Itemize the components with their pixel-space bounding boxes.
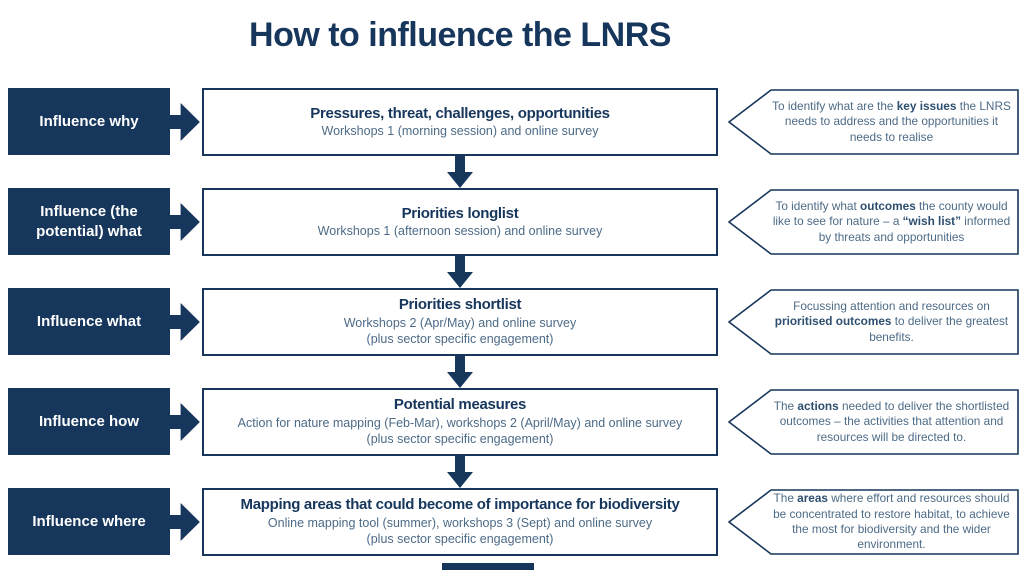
callout-text: Focussing attention and resources on pri… — [769, 288, 1014, 356]
callout-pointer-shape — [727, 88, 1020, 156]
callout-rich-text: To identify what outcomes the county wou… — [769, 199, 1014, 245]
callout-segment: outcomes — [860, 199, 916, 213]
callout-rich-text: The areas where effort and resources sho… — [769, 491, 1014, 552]
right-arrow-icon — [167, 503, 200, 541]
subtitle-line: (plus sector specific engagement) — [366, 332, 554, 347]
stage-box: Priorities shortlist Workshops 2 (Apr/Ma… — [202, 288, 718, 356]
down-arrow-icon — [447, 455, 473, 488]
stage-box: Potential measures Action for nature map… — [202, 388, 718, 456]
right-arrow-icon — [167, 103, 200, 141]
callout-pointer-shape — [727, 488, 1020, 556]
down-arrow-icon — [447, 255, 473, 288]
right-arrow-icon — [167, 403, 200, 441]
subtitle-line: Workshops 2 (Apr/May) and online survey — [343, 316, 577, 331]
stage-box-subtitle: Action for nature mapping (Feb-Mar), wor… — [238, 415, 683, 448]
stage-label: Influence how — [38, 412, 139, 430]
stage-box-subtitle: Workshops 1 (afternoon session) and onli… — [318, 223, 603, 239]
flow-row: Influence (the potential) what Prioritie… — [0, 188, 1024, 256]
callout-segment: informed by threats and opportunities — [818, 214, 1011, 244]
callout-segment: actions — [797, 399, 839, 413]
down-arrow-icon — [447, 355, 473, 388]
stage-box-subtitle: Online mapping tool (summer), workshops … — [268, 515, 652, 548]
callout-segment: to deliver the greatest benefits. — [869, 314, 1009, 344]
stage-callout: To identify what outcomes the county wou… — [727, 188, 1020, 256]
callout-pointer-shape — [727, 288, 1020, 356]
flow-row: Influence what Priorities shortlist Work… — [0, 288, 1024, 356]
callout-text: The areas where effort and resources sho… — [769, 488, 1014, 556]
stage-box: Priorities longlist Workshops 1 (afterno… — [202, 188, 718, 256]
stage-box-title: Priorities shortlist — [398, 296, 522, 314]
callout-segment: The — [773, 399, 798, 413]
stage-box-title: Pressures, threat, challenges, opportuni… — [310, 104, 610, 122]
stage-label-box: Influence (the potential) what — [8, 188, 170, 255]
callout-segment: To identify what — [775, 199, 861, 213]
cutoff-arrow-stem — [442, 563, 534, 570]
subtitle-line: (plus sector specific engagement) — [366, 432, 554, 447]
callout-segment: the LNRS needs to address and the opport… — [784, 99, 1011, 144]
subtitle-line: Online mapping tool (summer), workshops … — [267, 516, 653, 531]
callout-segment: prioritised outcomes — [774, 314, 892, 329]
callout-segment: “wish list” — [902, 214, 961, 229]
flow-row: Influence where Mapping areas that could… — [0, 488, 1024, 556]
callout-segment: areas — [797, 491, 828, 506]
stage-box: Pressures, threat, challenges, opportuni… — [202, 88, 718, 156]
stage-label-box: Influence why — [8, 88, 170, 155]
callout-rich-text: The actions needed to deliver the shortl… — [769, 399, 1014, 445]
callout-pointer-shape — [727, 188, 1020, 256]
stage-label: Influence where — [32, 512, 146, 530]
subtitle-line: Action for nature mapping (Feb-Mar), wor… — [237, 416, 683, 431]
stage-box-title: Mapping areas that could become of impor… — [240, 496, 680, 514]
subtitle-line: Workshops 1 (afternoon session) and onli… — [317, 224, 603, 239]
callout-text: To identify what outcomes the county wou… — [769, 188, 1014, 256]
stage-box-title: Potential measures — [393, 396, 527, 414]
callout-pointer-shape — [727, 388, 1020, 456]
stage-callout: Focussing attention and resources on pri… — [727, 288, 1020, 356]
subtitle-line: (plus sector specific engagement) — [366, 532, 554, 547]
callout-text: The actions needed to deliver the shortl… — [769, 388, 1014, 456]
stage-box-subtitle: Workshops 1 (morning session) and online… — [322, 123, 599, 139]
flow-row: Influence why Pressures, threat, challen… — [0, 88, 1024, 156]
callout-segment: the county would like to see for nature … — [772, 199, 1008, 229]
callout-rich-text: To identify what are the key issues the … — [769, 99, 1014, 145]
flow-row: Influence how Potential measures Action … — [0, 388, 1024, 456]
callout-text: To identify what are the key issues the … — [769, 88, 1014, 156]
callout-rich-text: Focussing attention and resources on pri… — [769, 299, 1014, 345]
stage-box-subtitle: Workshops 2 (Apr/May) and online survey(… — [344, 315, 577, 348]
callout-segment: To identify what are the — [772, 99, 897, 113]
right-arrow-icon — [167, 303, 200, 341]
stage-label-box: Influence how — [8, 388, 170, 455]
down-arrow-icon — [447, 155, 473, 188]
subtitle-line: Workshops 1 (morning session) and online… — [321, 124, 599, 139]
stage-box: Mapping areas that could become of impor… — [202, 488, 718, 556]
stage-label-box: Influence where — [8, 488, 170, 555]
stage-label: Influence (the potential) what — [36, 203, 142, 240]
callout-segment: The — [773, 491, 798, 506]
callout-segment: where effort and resources should be con… — [773, 491, 1010, 552]
callout-segment: needed to deliver the shortlisted outcom… — [779, 399, 1010, 444]
stage-callout: The areas where effort and resources sho… — [727, 488, 1020, 556]
right-arrow-icon — [167, 203, 200, 241]
stage-label: Influence why — [39, 112, 139, 130]
callout-segment: Focussing attention and resources on — [793, 299, 990, 313]
stage-callout: The actions needed to deliver the shortl… — [727, 388, 1020, 456]
callout-segment: key issues — [896, 99, 957, 113]
stage-callout: To identify what are the key issues the … — [727, 88, 1020, 156]
stage-box-title: Priorities longlist — [401, 204, 519, 222]
stage-label-box: Influence what — [8, 288, 170, 355]
page-title: How to influence the LNRS — [249, 16, 671, 54]
stage-label: Influence what — [36, 312, 142, 330]
